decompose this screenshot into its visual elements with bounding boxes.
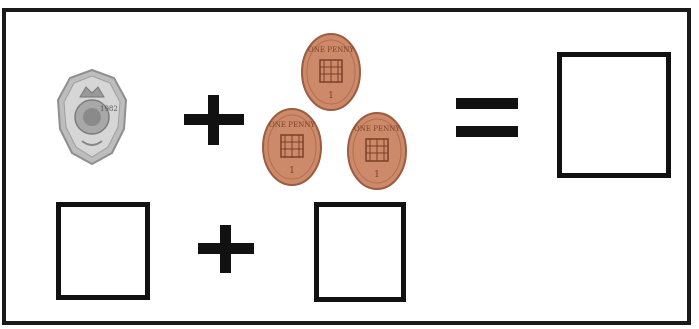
- svg-text:1: 1: [374, 170, 380, 180]
- svg-text:ONE PENNY: ONE PENNY: [269, 121, 315, 129]
- twenty-pence-coin-icon: 1982: [56, 67, 128, 167]
- plus-operator-1: [184, 95, 244, 145]
- one-penny-coin-icon: ONE PENNY 1: [300, 32, 362, 112]
- equals-operator: [456, 98, 518, 138]
- svg-text:1982: 1982: [100, 105, 118, 113]
- svg-text:1: 1: [289, 166, 295, 176]
- svg-text:1: 1: [328, 91, 334, 101]
- one-penny-coin-icon: ONE PENNY 1: [346, 111, 408, 191]
- answer-box-total[interactable]: [557, 52, 671, 178]
- answer-box-right[interactable]: [314, 202, 406, 302]
- one-penny-coin-icon: ONE PENNY 1: [261, 107, 323, 187]
- plus-operator-2: [198, 225, 254, 273]
- svg-text:ONE PENNY: ONE PENNY: [308, 46, 354, 54]
- svg-text:ONE PENNY: ONE PENNY: [354, 125, 400, 133]
- answer-box-left[interactable]: [56, 202, 150, 300]
- worksheet-frame: 1982 ONE PENNY 1 ONE PENNY 1 ONE PENNY: [2, 8, 691, 325]
